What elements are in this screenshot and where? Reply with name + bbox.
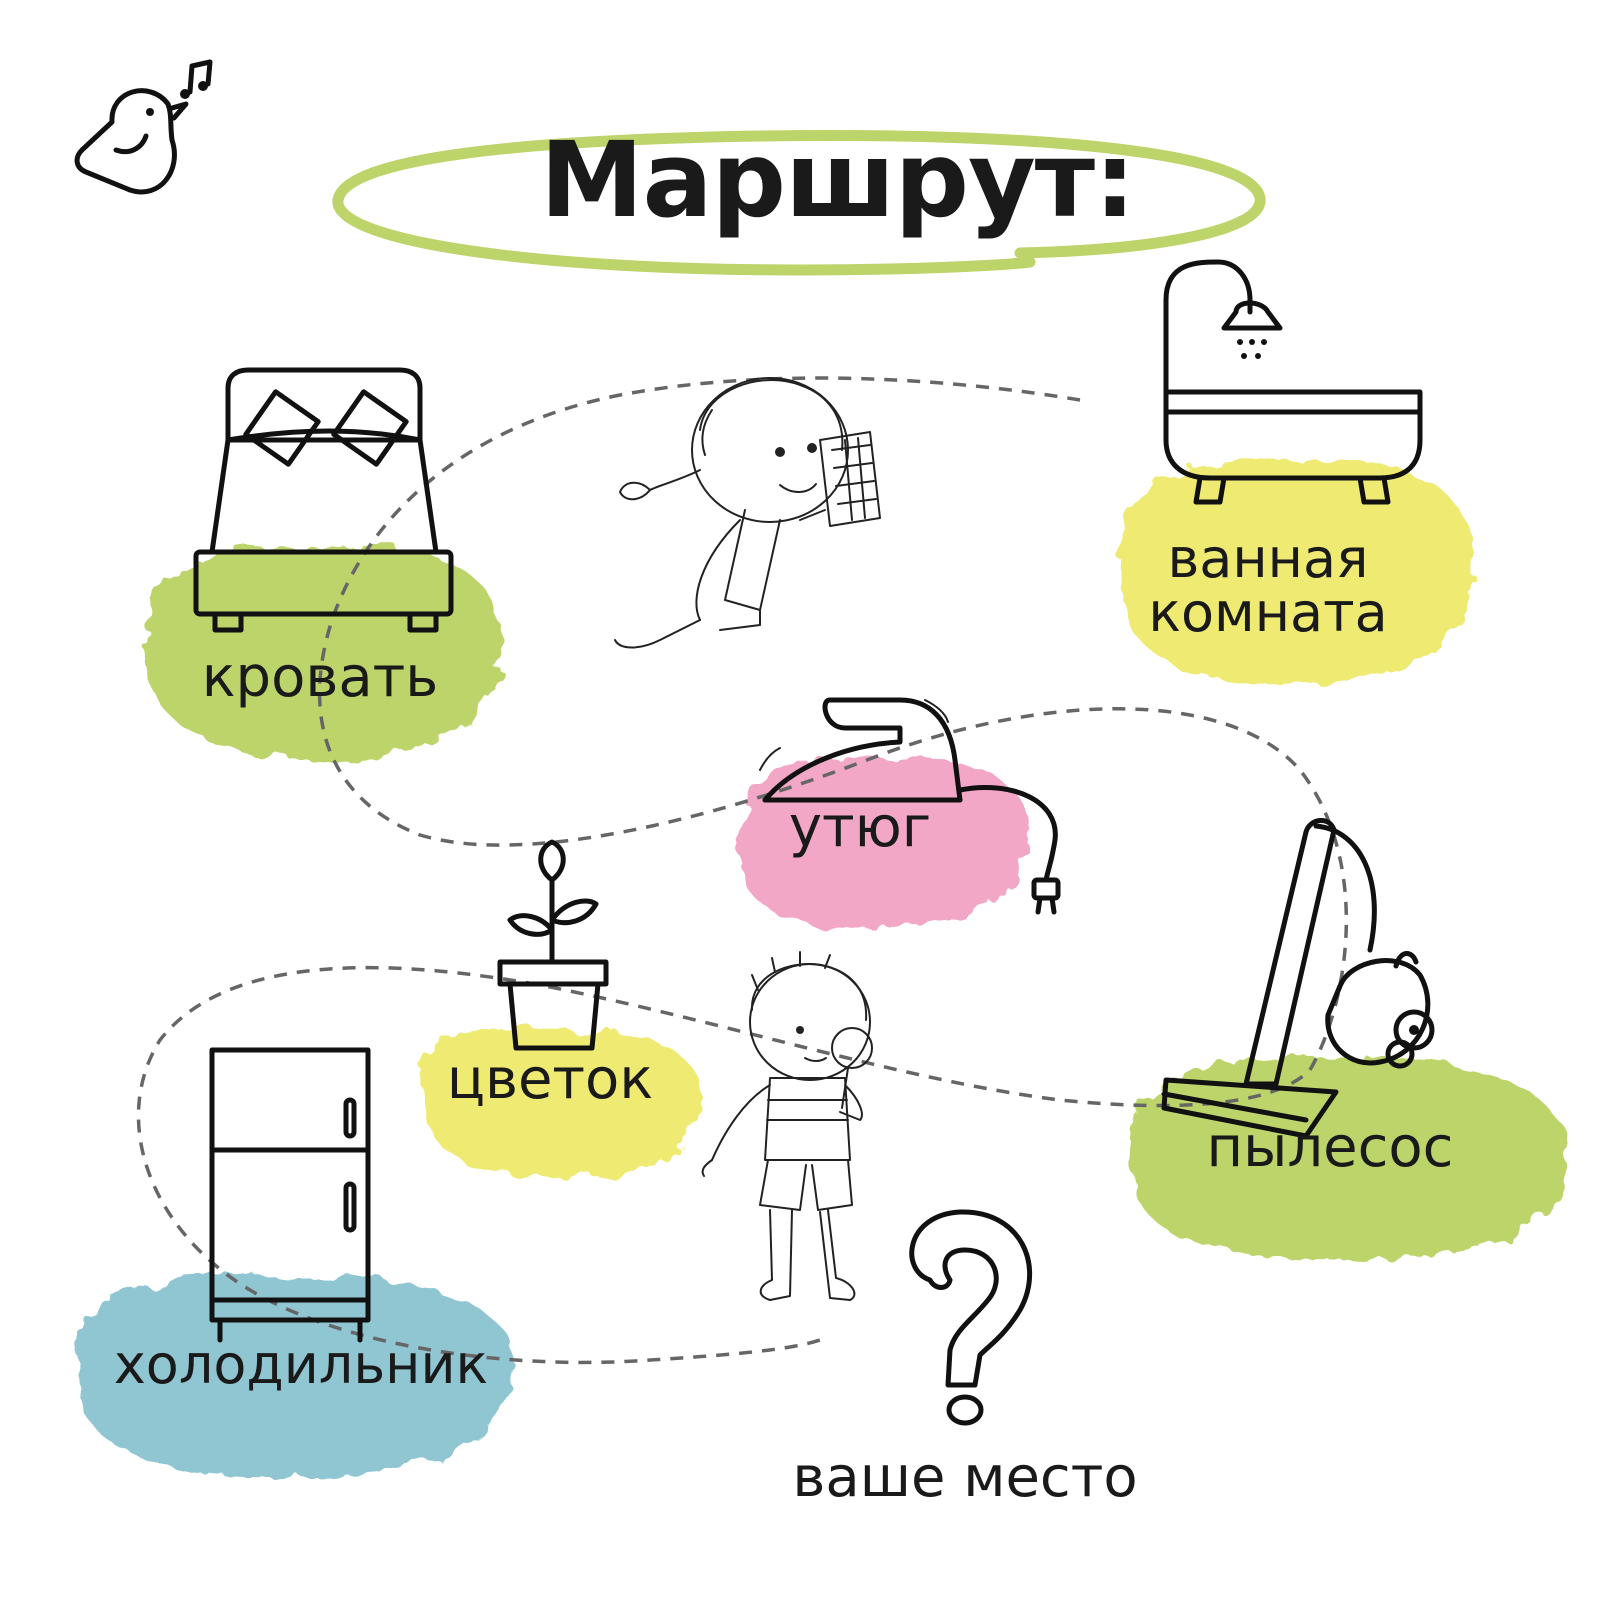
bird-logo-icon [74,88,189,195]
fridge-icon [209,1047,371,1343]
iron-icon [759,697,1061,915]
stop-label-bathroom: ванная комната [1128,532,1408,640]
boy-with-magnifier-illustration [701,951,873,1301]
stop-label-your-place: ваше место [792,1445,1138,1510]
stop-label-bathroom-line2: комната [1148,581,1388,644]
girl-with-map-illustration [614,377,881,649]
bed-icon [193,367,454,633]
stop-label-bathroom-line1: ванная [1167,527,1369,590]
stop-label-bed: кровать [201,645,439,710]
stop-label-fridge: холодильник [113,1333,489,1396]
flower-blob [422,1028,699,1178]
page-title: Маршрут: [540,119,1136,241]
route-path [136,376,1349,1365]
vacuum-icon [1161,818,1435,1139]
stop-label-vacuum: пылесос [1206,1115,1454,1180]
bathroom-blob [1120,460,1476,684]
title-ring [332,129,1266,276]
stop-label-flower: цветок [446,1047,654,1112]
music-note-icon [180,59,213,99]
bathtub-icon [1163,259,1423,505]
stop-label-iron: утюг [788,795,932,860]
fridge-blob [76,1276,514,1477]
question-mark-icon [909,1209,1033,1426]
flower-pot-icon [497,839,609,1051]
